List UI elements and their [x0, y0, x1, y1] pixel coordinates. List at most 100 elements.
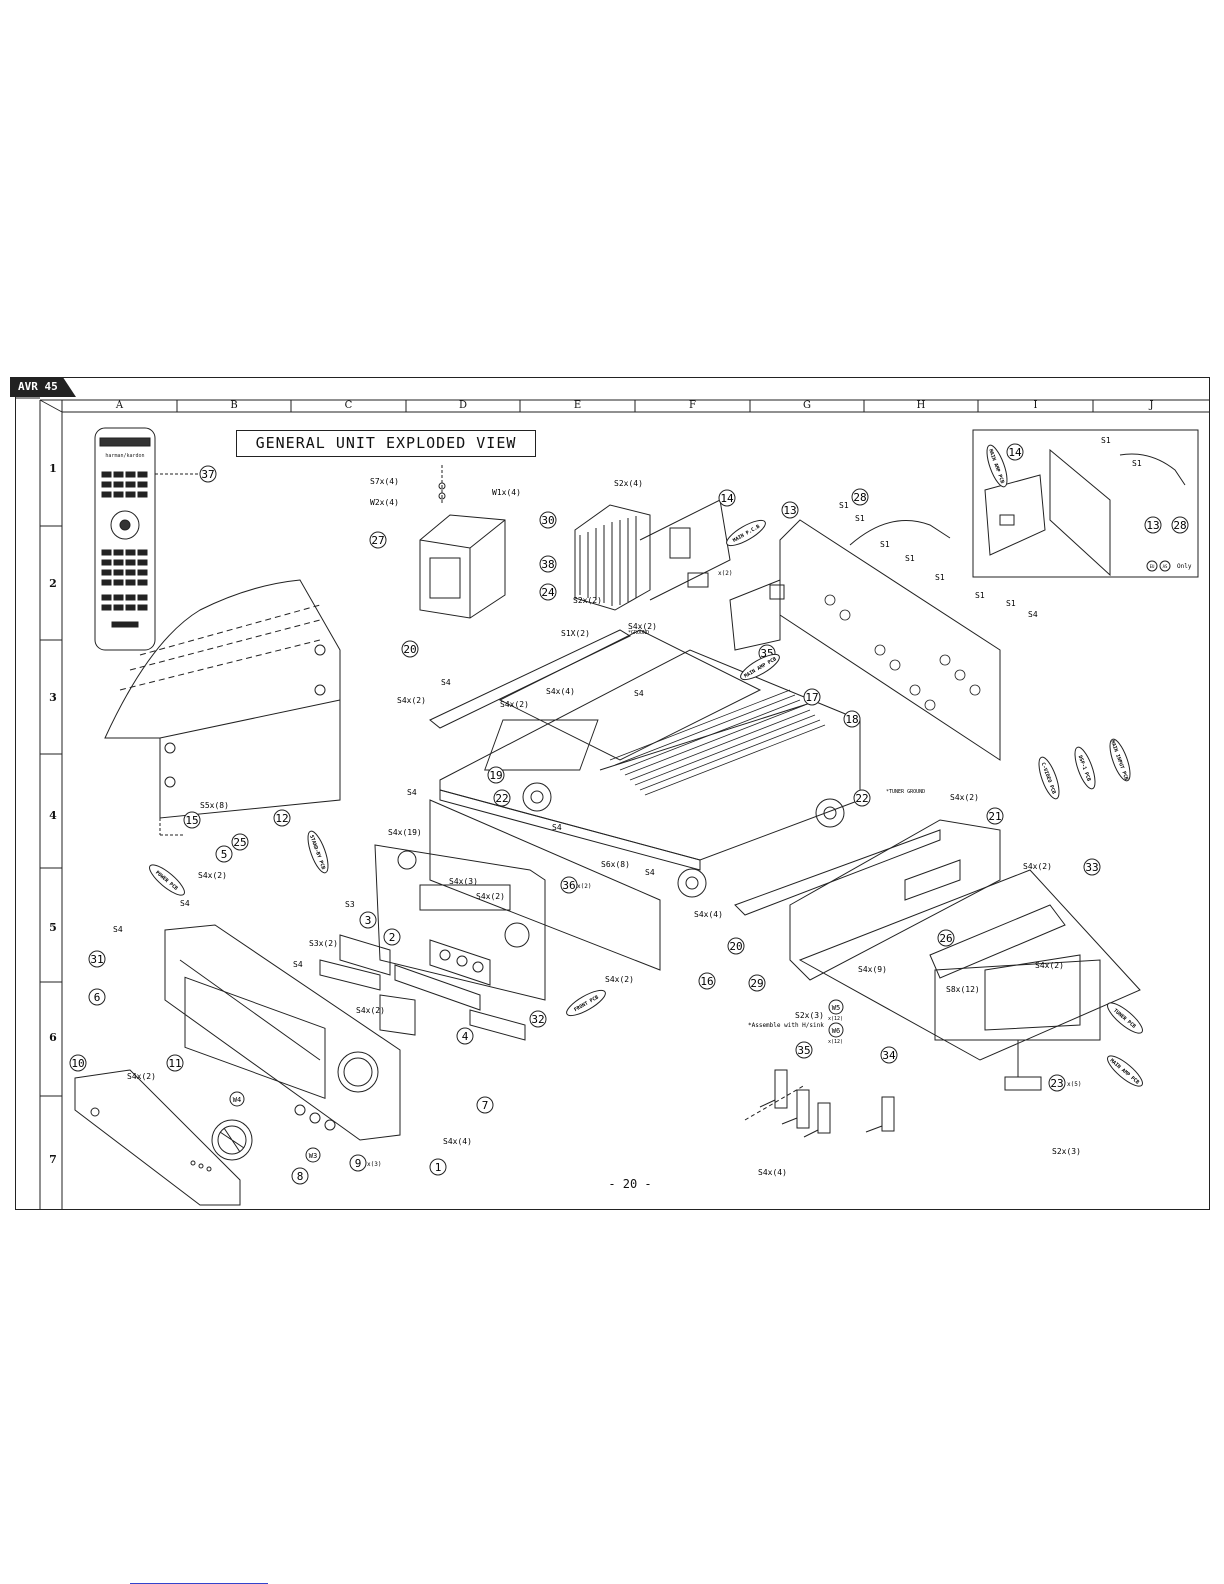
pcb-tag: MAIN P.C.B — [726, 519, 766, 547]
drawing-frame — [15, 377, 1210, 1210]
callout-number: 15 — [185, 814, 198, 827]
callout-circle — [401, 640, 419, 658]
callout-circle — [698, 972, 716, 990]
rear-panel — [729, 519, 1001, 761]
column-header: F — [689, 400, 696, 411]
column-header: E — [573, 400, 582, 411]
screw-label: S1 — [855, 514, 865, 523]
callout-number: 12 — [275, 812, 288, 825]
callout-number: 26 — [939, 932, 952, 945]
callout-circle — [529, 1010, 547, 1028]
column-header: B — [230, 400, 238, 411]
column-header: H — [916, 400, 926, 411]
callout-number: 10 — [71, 1057, 84, 1070]
screw-label: S4x(2) — [397, 696, 426, 705]
screw-label: S4x(2) — [500, 700, 529, 709]
callout-number: 23 — [1050, 1077, 1063, 1090]
callout-circle — [476, 1096, 494, 1114]
callout-circle — [383, 928, 401, 946]
screw-label: S4 — [293, 960, 303, 969]
callout-number: 20 — [729, 940, 742, 953]
callout-circle — [456, 1027, 474, 1045]
screw-label: W2x(4) — [370, 498, 399, 507]
screw-label: S4 — [552, 823, 562, 832]
callout-number: 3 — [365, 914, 372, 927]
row-header: 7 — [49, 1153, 57, 1166]
callout-circle — [1144, 516, 1162, 534]
screw-label: S4 — [441, 678, 451, 687]
column-header: D — [458, 400, 468, 411]
callout-number: 36 — [562, 879, 575, 892]
front-pcb-assembly — [374, 844, 546, 1001]
transformer — [419, 465, 506, 619]
screw-label: S4x(2) — [198, 871, 227, 880]
callout-number: 7 — [482, 1099, 489, 1112]
row-header: 3 — [49, 691, 57, 704]
screw-label: W1x(4) — [492, 488, 521, 497]
screw-label: S4x(2) — [476, 892, 505, 901]
page-number: - 20 - — [608, 1177, 652, 1191]
callout-number: 31 — [90, 953, 103, 966]
row-header: 1 — [49, 462, 57, 475]
w3-label: W3 — [309, 1152, 317, 1160]
row-header: 5 — [49, 921, 57, 934]
callout-circle — [1006, 443, 1024, 461]
screw-label: S4x(2) — [1035, 961, 1064, 970]
callout-circle — [199, 465, 217, 483]
screw-label: S1 — [975, 591, 985, 600]
callout-number: 21 — [988, 810, 1001, 823]
callout-circle — [539, 511, 557, 529]
callout-23-suffix: x(5) — [1067, 1081, 1081, 1088]
screw-label: S4x(4) — [694, 910, 723, 919]
column-header: C — [344, 400, 353, 411]
callout-number: 5 — [221, 848, 228, 861]
screw-label: S2x(2) — [573, 596, 602, 605]
screw-label: S5x(8) — [200, 801, 229, 810]
screw-label: S4x(2) — [605, 975, 634, 984]
inset-box — [972, 429, 1199, 578]
remote-control: harman/kardon — [94, 427, 198, 651]
column-header: A — [115, 400, 124, 411]
face-plate — [74, 1069, 241, 1206]
callout-circle — [851, 488, 869, 506]
screw-label: S4 — [634, 689, 644, 698]
screw-label: S3x(2) — [309, 939, 338, 948]
callout-circle — [88, 950, 106, 968]
callout-38-suffix: x(2) — [718, 570, 732, 577]
callout-number: 6 — [94, 991, 101, 1004]
callout-circle — [231, 833, 249, 851]
callout-number: 4 — [462, 1030, 469, 1043]
brackets — [429, 629, 941, 971]
w6-qty: x(12) — [828, 1039, 843, 1045]
callout-number: 25 — [233, 836, 246, 849]
screw-label: S6x(8) — [601, 860, 630, 869]
screw-label: S4 — [1028, 610, 1038, 619]
pcb-tag: MAIN INPUT PCB — [1109, 738, 1131, 782]
callout-circle — [359, 911, 377, 929]
screw-label: S1 — [935, 573, 945, 582]
callout-number: 34 — [882, 1049, 896, 1062]
callout-circle — [781, 501, 799, 519]
screw-label: S8x(12) — [946, 985, 980, 994]
callout-number: 29 — [750, 977, 763, 990]
callout-number: 1 — [435, 1161, 442, 1174]
w4-label: W4 — [233, 1096, 241, 1104]
pcb-tag: C-VIDEO PCB — [1038, 756, 1060, 800]
callout-circle — [369, 531, 387, 549]
screw-label: S4x(4) — [443, 1137, 472, 1146]
callout-number: 8 — [297, 1170, 304, 1183]
screw-label: S4x(3) — [449, 877, 478, 886]
callout-circle — [718, 489, 736, 507]
screw-label: S4 — [407, 788, 417, 797]
callout-number: 28 — [1173, 519, 1186, 532]
w5-label: W5 — [832, 1004, 840, 1012]
heatsink-main-pcb — [574, 499, 731, 611]
callout-circle — [986, 807, 1004, 825]
screw-label: S4x(4) — [546, 687, 575, 696]
callout-number: 13 — [783, 504, 796, 517]
screw-label: S4x(2) — [356, 1006, 385, 1015]
screw-label: S1 — [880, 540, 890, 549]
callout-circle — [795, 1041, 813, 1059]
callout-number: 2 — [389, 931, 396, 944]
callout-number: 14 — [1008, 446, 1022, 459]
